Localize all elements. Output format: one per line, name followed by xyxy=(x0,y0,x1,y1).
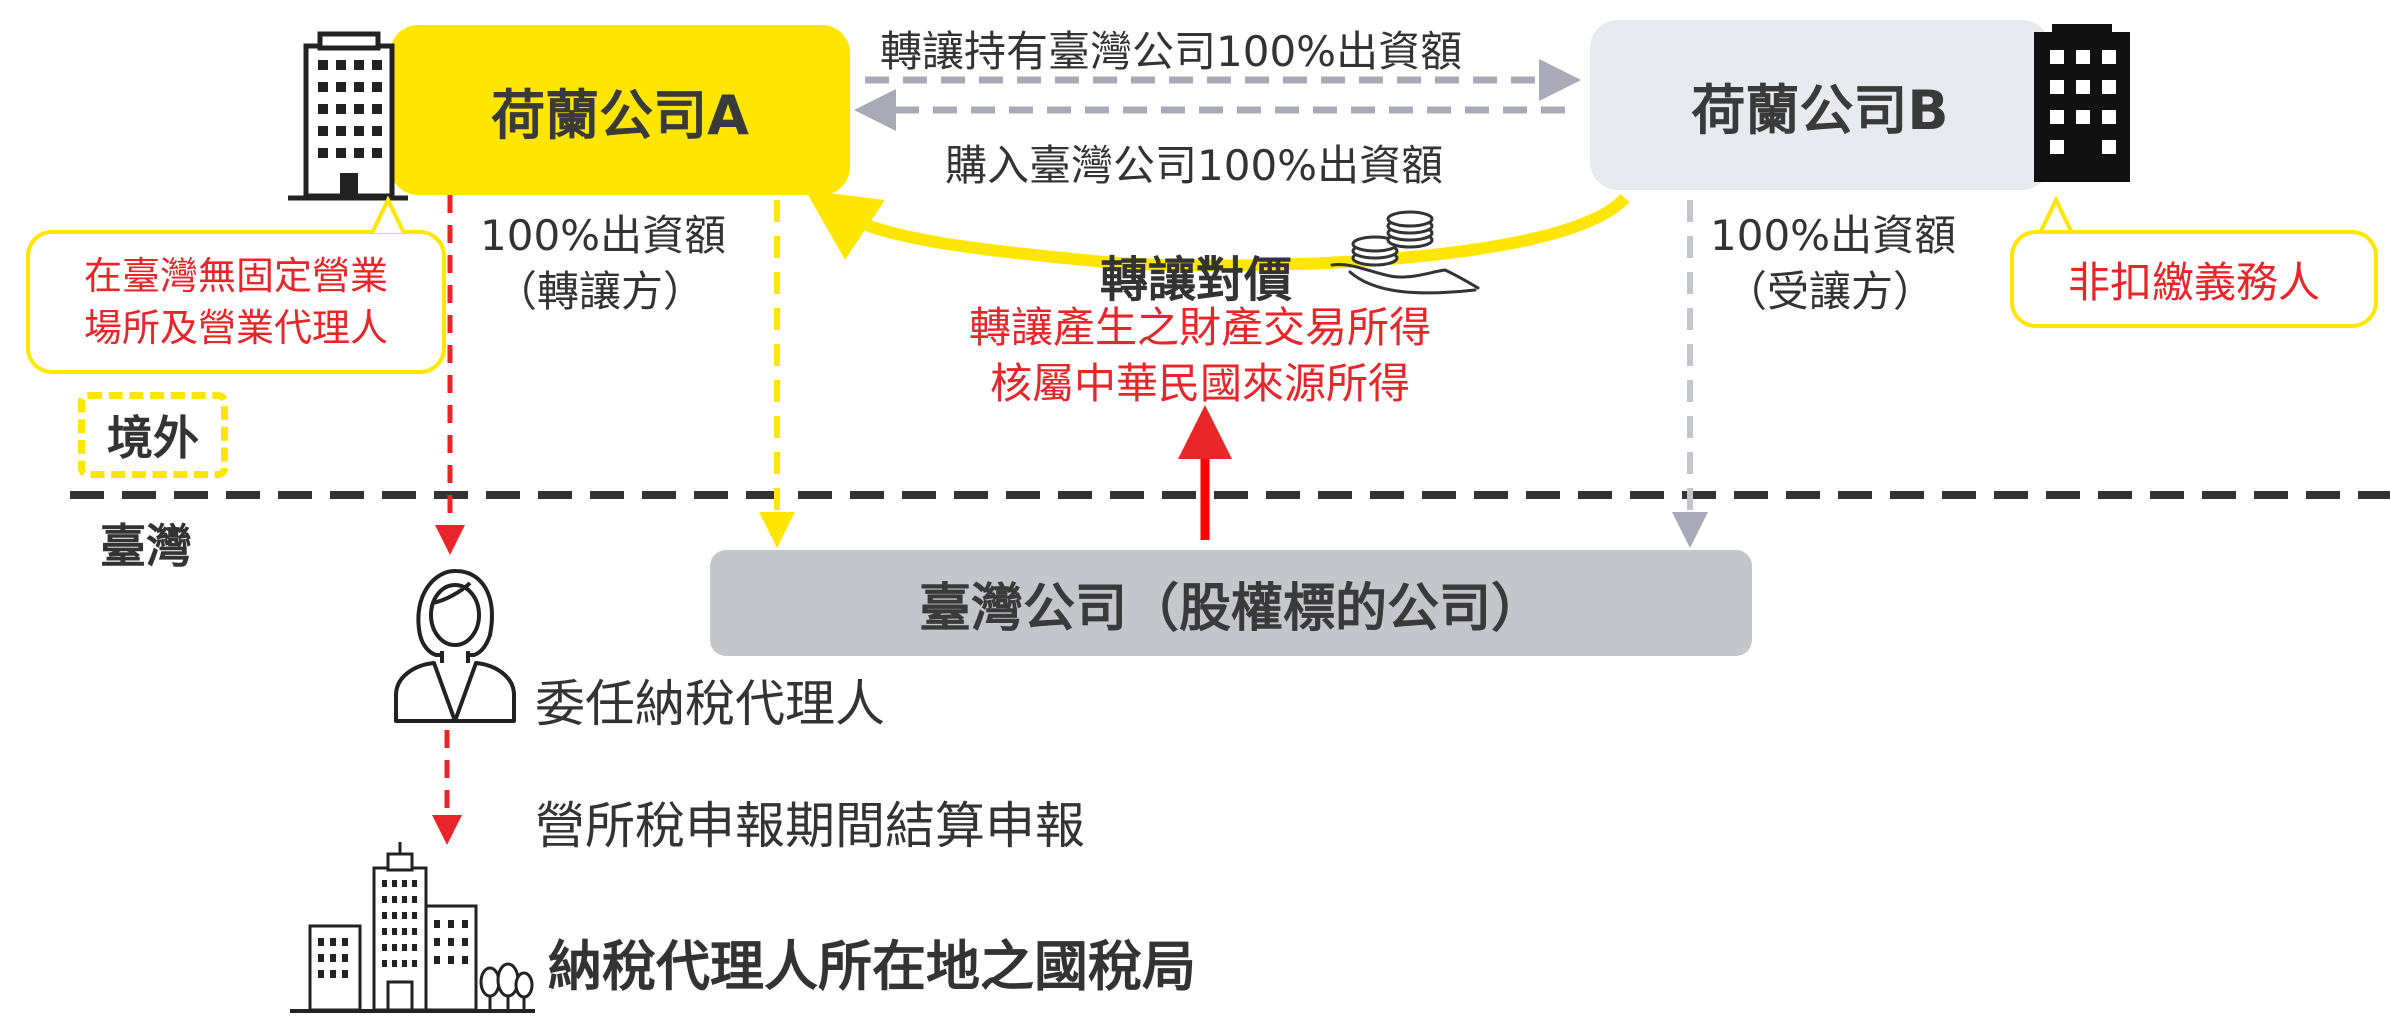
company-b-callout: 非扣繳義務人 xyxy=(2010,230,2378,328)
tax-bureau-building-icon xyxy=(290,840,535,1015)
share-a-line2: （轉讓方） xyxy=(494,267,705,316)
consideration-label: 轉讓對價 xyxy=(1100,252,1293,308)
consideration-arrow xyxy=(805,190,1630,272)
coins-hand-icon xyxy=(1330,210,1480,300)
share-b-line2: （受讓方） xyxy=(1724,267,1935,316)
income-note: 轉讓產生之財產交易所得 核屬中華民國來源所得 xyxy=(920,300,1480,412)
appoint-agent-label: 委任納稅代理人 xyxy=(535,675,885,733)
company-a-label: 荷蘭公司A xyxy=(491,83,749,147)
company-b-label: 荷蘭公司B xyxy=(1691,78,1949,142)
share-a-line1: 100%出資額 xyxy=(480,211,727,260)
share-b-label: 100%出資額 （受讓方） xyxy=(1710,208,1957,320)
dark-building-icon xyxy=(2030,22,2140,187)
taiwan-company-box: 臺灣公司（股權標的公司） xyxy=(710,550,1752,656)
purchase-label: 購入臺灣公司100%出資額 xyxy=(945,141,1444,190)
offshore-label: 境外 xyxy=(107,411,199,465)
transfer-label: 轉讓持有臺灣公司100%出資額 xyxy=(880,27,1463,76)
company-a-box: 荷蘭公司A xyxy=(390,25,850,195)
company-a-callout-text: 在臺灣無固定營業場所及營業代理人 xyxy=(83,254,388,350)
company-a-callout: 在臺灣無固定營業場所及營業代理人 xyxy=(26,230,446,374)
woman-agent-icon xyxy=(390,565,520,725)
share-a-label: 100%出資額 （轉讓方） xyxy=(480,208,727,320)
filing-label: 營所稅申報期間結算申報 xyxy=(535,797,1085,855)
taiwan-company-label: 臺灣公司（股權標的公司） xyxy=(918,578,1543,639)
offshore-region-tag: 境外 xyxy=(78,392,228,478)
share-b-line1: 100%出資額 xyxy=(1710,211,1957,260)
company-b-box: 荷蘭公司B xyxy=(1590,20,2050,190)
company-b-callout-text: 非扣繳義務人 xyxy=(2067,257,2320,307)
income-line2: 核屬中華民國來源所得 xyxy=(989,359,1410,408)
tax-bureau-label: 納稅代理人所在地之國稅局 xyxy=(548,935,1196,998)
income-line1: 轉讓產生之財產交易所得 xyxy=(968,303,1431,352)
office-building-icon xyxy=(288,28,408,203)
taiwan-region-label: 臺灣 xyxy=(100,519,192,573)
